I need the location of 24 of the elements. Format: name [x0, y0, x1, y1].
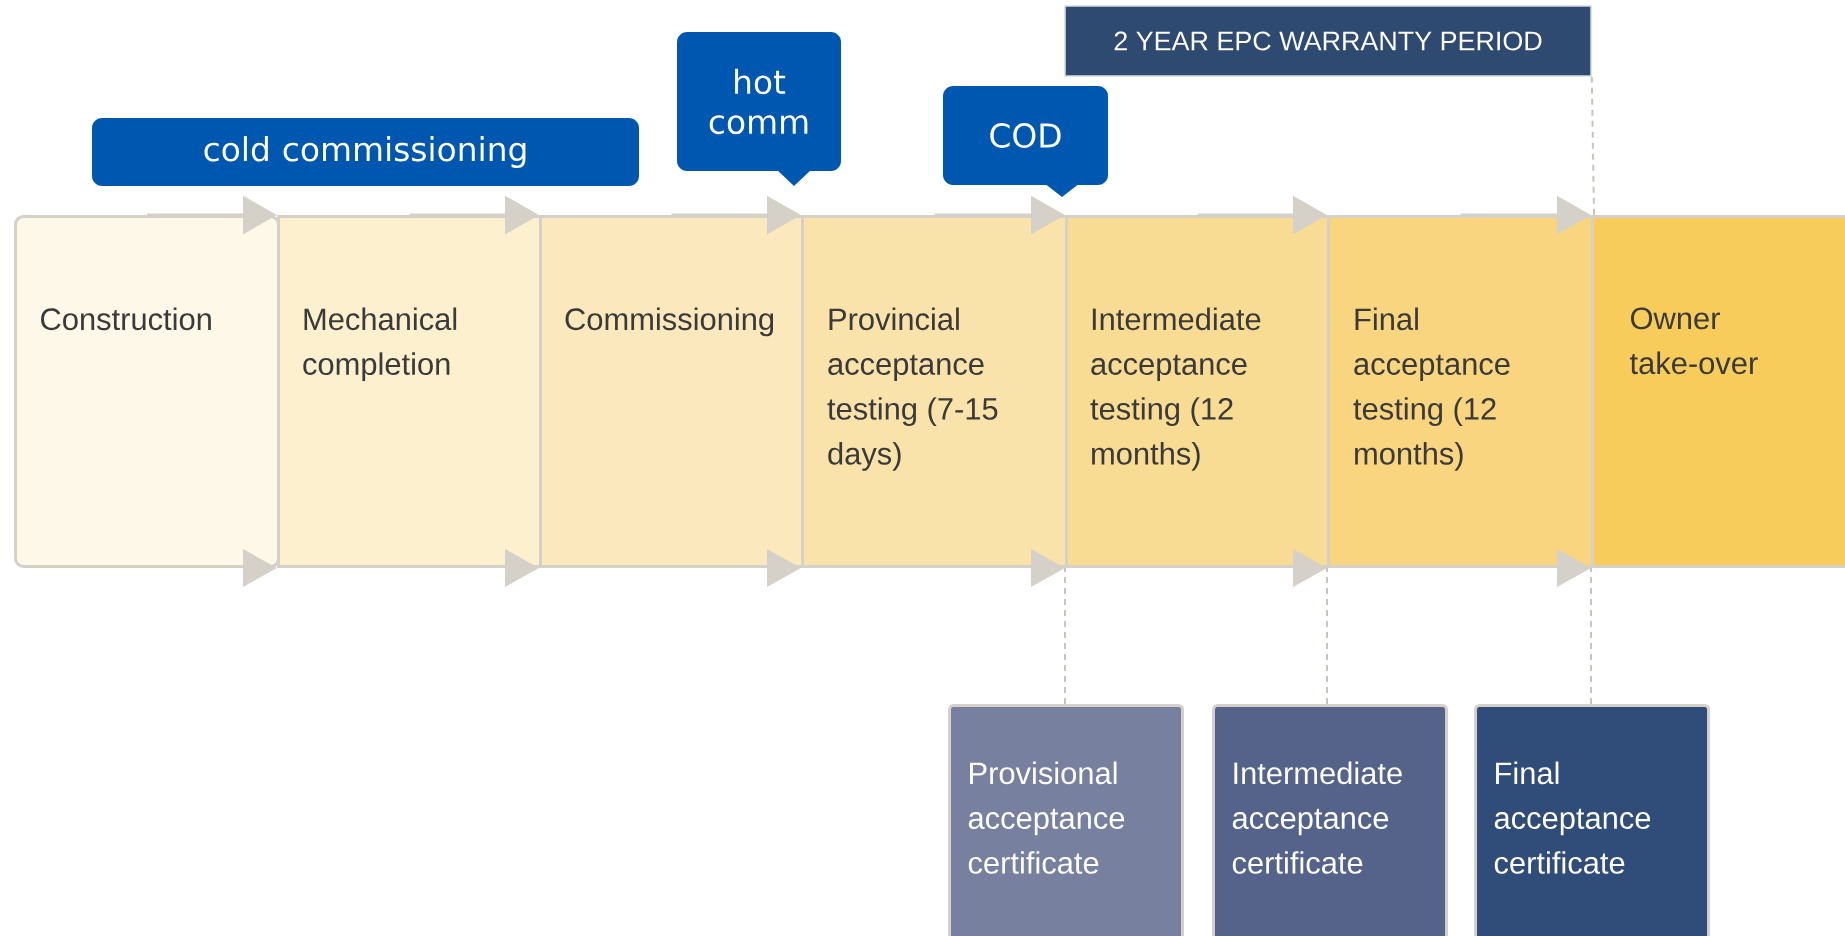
arrow: [1197, 195, 1327, 587]
stage-box: Intermediate acceptance testing (12 months): [1065, 215, 1330, 568]
arrow: [409, 195, 539, 587]
stage-box: Commissioning: [539, 215, 804, 568]
callout-box: COD: [943, 86, 1108, 197]
arrow: [1460, 195, 1591, 587]
stage-box: Owner take-over: [1591, 215, 1845, 568]
certificate-box: Final acceptance certificate: [1474, 704, 1710, 936]
certificate-box: Intermediate acceptance certificate: [1212, 704, 1448, 936]
leader-line: [1590, 567, 1592, 705]
warranty-band: 2 YEAR EPC WARRANTY PERIOD: [1064, 5, 1592, 77]
leader-line: [1064, 567, 1066, 705]
arrow: [147, 195, 277, 587]
callout-box: cold commissioning: [92, 118, 639, 186]
stage-box: Mechanical completion: [277, 215, 542, 568]
callout-box: hot comm: [677, 32, 841, 186]
stage-box: Provincial acceptance testing (7-15 days): [801, 215, 1068, 568]
leader-line: [1326, 567, 1328, 705]
stage-box: Final acceptance testing (12 months): [1327, 215, 1594, 568]
certificate-box: Provisional acceptance certificate: [948, 704, 1184, 936]
arrow: [671, 195, 801, 587]
arrow: [934, 195, 1065, 587]
leader-line: [1590, 75, 1595, 216]
stage-box: Construction: [14, 215, 280, 568]
